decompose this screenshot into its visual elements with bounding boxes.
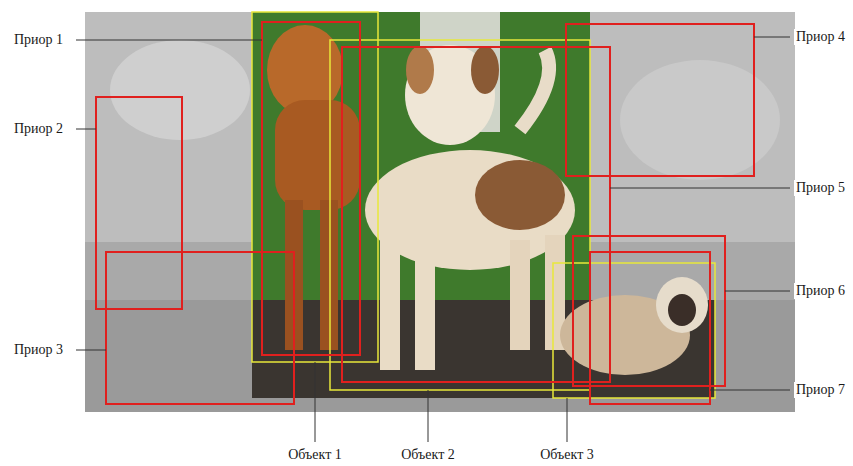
dog-tail: [520, 50, 549, 130]
prior-label: Приор 2: [12, 121, 65, 137]
object-label: Объект 1: [286, 447, 344, 463]
object-boxes: [252, 12, 715, 398]
prior-label: Приор 5: [794, 180, 847, 196]
dog-leg: [380, 230, 400, 370]
golden-dog: [267, 25, 360, 350]
dog-leg: [320, 200, 338, 350]
dog-leg: [415, 240, 435, 370]
prior-box: [262, 22, 360, 355]
prior-box: [573, 236, 725, 386]
cat-head: [656, 277, 708, 333]
cat: [560, 277, 708, 375]
white-dog: [365, 45, 575, 370]
dog-body: [275, 100, 360, 210]
dog-patch: [475, 160, 565, 230]
leader-lines: [76, 37, 790, 442]
leader-line: [428, 390, 429, 442]
prior-boxes: [96, 22, 754, 404]
leader-line: [725, 291, 790, 292]
leader-line: [315, 362, 316, 442]
prior-box: [96, 97, 182, 309]
photo: [85, 12, 795, 412]
grey-background: [85, 12, 795, 412]
light-patch: [620, 60, 780, 180]
leader-line: [567, 398, 568, 442]
leader-line: [710, 390, 790, 391]
object-box: [553, 263, 715, 398]
object-box: [252, 12, 378, 362]
object-box: [330, 40, 590, 390]
prior-box: [342, 47, 610, 382]
leader-line: [754, 37, 790, 38]
cat-face: [668, 294, 696, 326]
prior-box: [590, 252, 710, 404]
prior-label: Приор 4: [794, 29, 847, 45]
leader-line: [76, 350, 106, 351]
prior-box: [106, 252, 294, 404]
dog-leg: [510, 240, 530, 350]
leader-line: [76, 129, 96, 130]
prior-label: Приор 1: [12, 32, 65, 48]
leader-line: [610, 188, 790, 189]
prior-label: Приор 6: [794, 283, 847, 299]
prior-label: Приор 7: [794, 382, 847, 398]
light-patch: [110, 40, 250, 140]
prior-label: Приор 3: [12, 342, 65, 358]
dog-ear: [471, 46, 499, 94]
leader-line: [76, 40, 262, 41]
object-label: Объект 2: [399, 447, 457, 463]
object-label: Объект 3: [538, 447, 596, 463]
dog-ear: [406, 46, 434, 94]
